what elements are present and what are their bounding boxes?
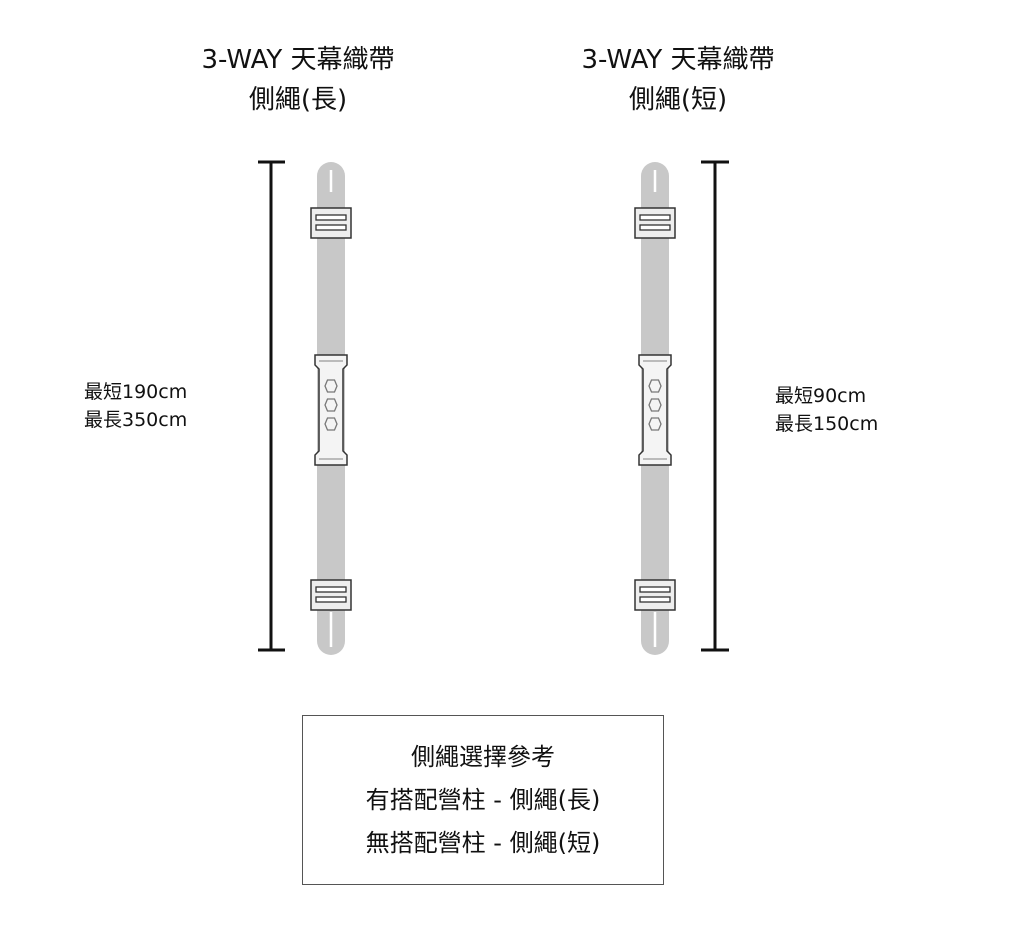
short-length-bracket	[701, 160, 729, 652]
short-strap-title-line2: 側繩(短)	[628, 85, 728, 115]
guide-heading: 側繩選擇參考	[411, 743, 555, 771]
long-strap-graphic	[309, 160, 353, 657]
guide-line-with-pole: 有搭配營柱 - 側繩(長)	[365, 786, 601, 814]
long-length-bracket	[258, 160, 285, 652]
short-strap-range: 最短90cm 最長150cm	[775, 382, 878, 438]
long-strap-title-line2: 側繩(長)	[248, 85, 348, 115]
long-max-length: 最長350cm	[84, 409, 188, 431]
selection-guide-box: 側繩選擇參考 有搭配營柱 - 側繩(長) 無搭配營柱 - 側繩(短)	[302, 715, 664, 885]
guide-line-without-pole: 無搭配營柱 - 側繩(短)	[365, 829, 601, 857]
short-max-length: 最長150cm	[775, 413, 879, 435]
long-min-length: 最短190cm	[84, 381, 188, 403]
long-strap-title: 3-WAY 天幕織帶 側繩(長)	[138, 40, 458, 120]
long-strap-range: 最短190cm 最長350cm	[84, 378, 187, 434]
short-strap-title: 3-WAY 天幕織帶 側繩(短)	[518, 40, 838, 120]
short-strap-title-line1: 3-WAY 天幕織帶	[581, 45, 775, 75]
short-min-length: 最短90cm	[775, 385, 867, 407]
short-strap-graphic	[633, 160, 677, 657]
long-strap-title-line1: 3-WAY 天幕織帶	[201, 45, 395, 75]
